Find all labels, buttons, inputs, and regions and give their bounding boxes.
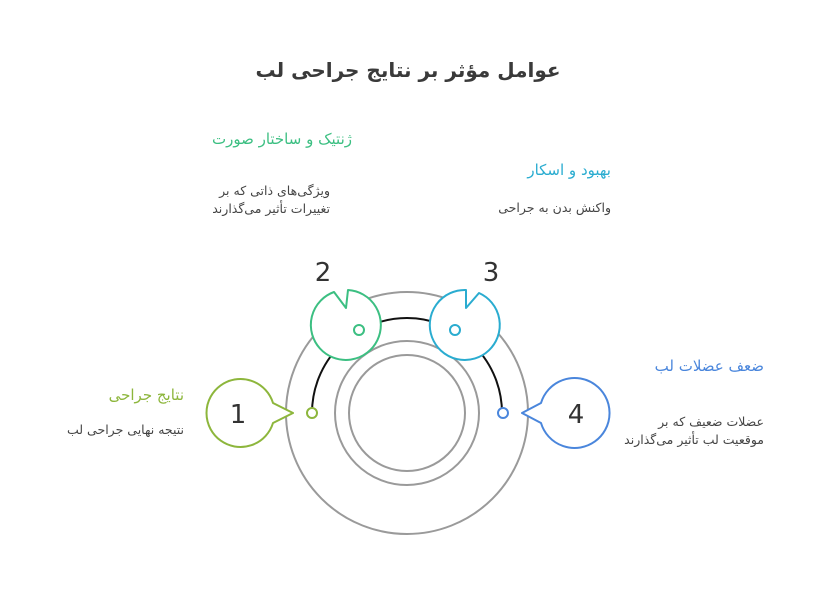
dot-3 [449, 324, 461, 336]
number-4: 4 [568, 400, 585, 430]
dot-2 [353, 324, 365, 336]
bubble-1 [205, 378, 294, 448]
item-3-description: واکنش بدن به جراحی [498, 200, 611, 215]
page-title: عوامل مؤثر بر نتایج جراحی لب [255, 58, 561, 82]
inner-ring-2 [348, 354, 466, 472]
item-4-description: عضلات ضعیف که بر موقعیت لب تأثیر می‌گذار… [624, 414, 764, 447]
dot-1 [306, 407, 318, 419]
number-3: 3 [483, 258, 500, 288]
number-1: 1 [230, 400, 247, 430]
item-2-heading: ژنتیک و ساختار صورت [211, 130, 352, 148]
item-3-heading: بهبود و اسکار [527, 161, 611, 179]
connecting-arc [311, 317, 503, 414]
item-1-heading: نتایج جراحی [108, 386, 184, 404]
bubble-4 [521, 377, 611, 449]
inner-ring-1 [334, 340, 480, 486]
item-4-heading: ضعف عضلات لب [654, 357, 764, 375]
bubble-3 [428, 288, 501, 361]
bubble-2 [309, 289, 382, 361]
item-2-description: ویژگی‌های ذاتی که بر تغییرات تأثیر می‌گذ… [212, 183, 330, 216]
number-2: 2 [315, 258, 332, 288]
item-1-description: نتیجه نهایی جراحی لب [67, 422, 184, 437]
dot-4 [497, 407, 509, 419]
